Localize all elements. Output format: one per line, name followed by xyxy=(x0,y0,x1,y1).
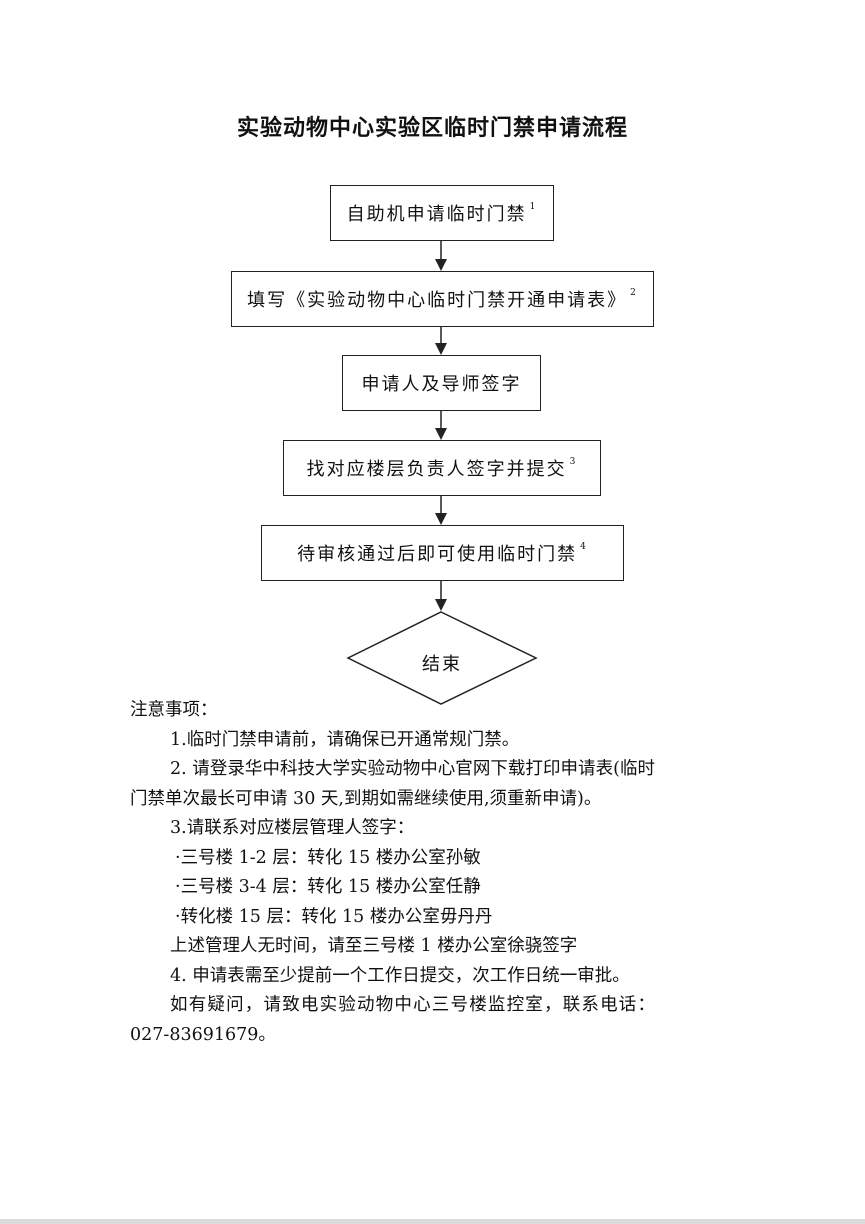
end-label: 结束 xyxy=(422,654,462,675)
page-bottom-edge xyxy=(0,1219,865,1224)
step-box-2: 填写《实验动物中心临时门禁开通申请表》2 xyxy=(231,271,654,327)
page-title: 实验动物中心实验区临时门禁申请流程 xyxy=(236,116,628,141)
note-item-1: 1.临时门禁申请前，请确保已开通常规门禁。 xyxy=(170,729,520,750)
step-text-3: 申请人及导师签字 xyxy=(361,374,522,395)
step-text-5: 待审核通过后即可使用临时门禁 xyxy=(297,544,578,565)
note-item-3: 3.请联系对应楼层管理人签字： xyxy=(170,818,415,838)
note-contact: 如有疑问，请致电实验动物中心三号楼监控室，联系电话：027-83691679。 xyxy=(130,995,655,1045)
step-note-5: 4 xyxy=(580,542,588,552)
notes-section: 注意事项： 1.临时门禁申请前，请确保已开通常规门禁。 2. 请登录华中科技大学… xyxy=(130,696,655,1050)
note-item-2: 2. 请登录华中科技大学实验动物中心官网下载打印申请表(临时门禁单次最长可申请 … xyxy=(130,759,655,809)
notes-heading: 注意事项： xyxy=(130,700,218,720)
note-item-4: 4. 申请表需至少提前一个工作日提交，次工作日统一审批。 xyxy=(170,965,630,986)
step-note-1: 1 xyxy=(529,202,538,212)
note-fallback: 上述管理人无时间，请至三号楼 1 楼办公室徐骁签字 xyxy=(170,936,578,956)
step-text-4: 找对应楼层负责人签字并提交 xyxy=(306,459,567,480)
step-text-1: 自助机申请临时门禁 xyxy=(346,204,527,225)
note-bullet-3: ·转化楼 15 层：转化 15 楼办公室毋丹丹 xyxy=(175,906,493,927)
step-note-4: 3 xyxy=(569,457,578,467)
step-text-2: 填写《实验动物中心临时门禁开通申请表》 xyxy=(247,290,628,311)
note-bullet-1: ·三号楼 1-2 层：转化 15 楼办公室孙敏 xyxy=(175,847,481,868)
note-bullet-2: ·三号楼 3-4 层：转化 15 楼办公室任静 xyxy=(175,877,481,897)
step-note-2: 2 xyxy=(630,288,638,298)
step-box-3: 申请人及导师签字 xyxy=(342,355,541,411)
